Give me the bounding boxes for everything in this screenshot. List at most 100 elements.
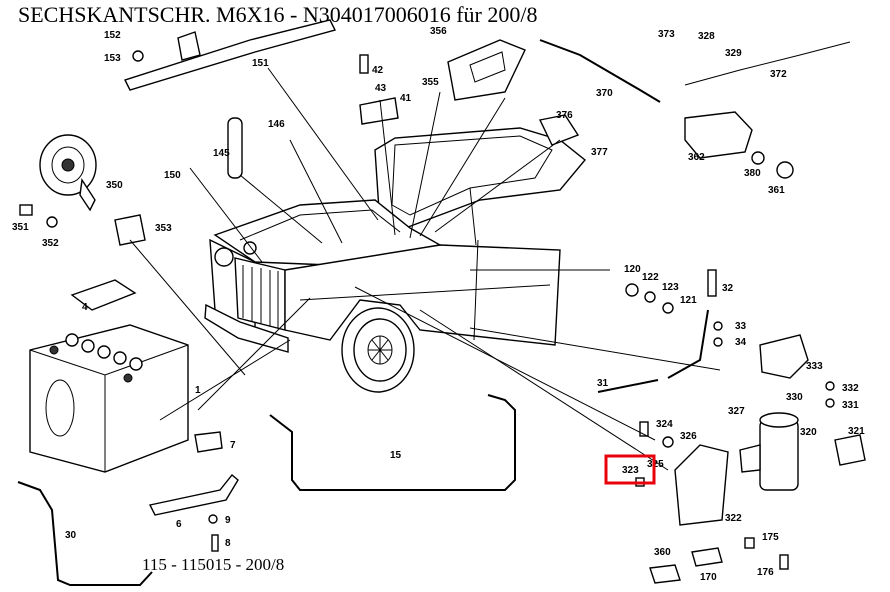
part-label: 377 bbox=[591, 147, 608, 158]
part-label: 380 bbox=[744, 168, 761, 179]
part-label-highlighted: 323 bbox=[622, 465, 639, 476]
part-label: 350 bbox=[106, 180, 123, 191]
cover-plate bbox=[447, 39, 526, 101]
part-label: 123 bbox=[662, 282, 679, 293]
part-label: 330 bbox=[786, 392, 803, 403]
washer bbox=[644, 291, 656, 303]
part-label: 9 bbox=[225, 515, 231, 526]
ignition-coil bbox=[739, 412, 799, 491]
part-label: 153 bbox=[104, 53, 121, 64]
clip-170 bbox=[691, 547, 723, 567]
part-label: 146 bbox=[268, 119, 285, 130]
part-label: 33 bbox=[735, 321, 747, 332]
part-label: 353 bbox=[155, 223, 172, 234]
part-label: 320 bbox=[800, 427, 817, 438]
part-label: 321 bbox=[848, 426, 865, 437]
nut bbox=[132, 50, 144, 62]
cable-31 bbox=[597, 379, 659, 393]
part-label: 373 bbox=[658, 29, 675, 40]
washer bbox=[825, 381, 835, 391]
battery bbox=[29, 324, 189, 473]
part-label: 331 bbox=[842, 400, 859, 411]
washer bbox=[662, 436, 674, 448]
bolt bbox=[744, 537, 755, 549]
part-label: 322 bbox=[725, 513, 742, 524]
nut bbox=[46, 216, 58, 228]
part-label: 7 bbox=[230, 440, 236, 451]
switch bbox=[538, 114, 580, 146]
part-label: 351 bbox=[12, 222, 29, 233]
bolt bbox=[639, 421, 649, 437]
part-label: 376 bbox=[556, 110, 573, 121]
part-label: 31 bbox=[597, 378, 609, 389]
part-label: 333 bbox=[806, 361, 823, 372]
part-label: 145 bbox=[213, 148, 230, 159]
cable-30 bbox=[17, 481, 153, 586]
control-module bbox=[684, 111, 753, 159]
washer bbox=[713, 321, 723, 331]
relay-bracket bbox=[114, 214, 146, 246]
highlight-box bbox=[604, 454, 656, 485]
part-label: 370 bbox=[596, 88, 613, 99]
car-illustration bbox=[204, 127, 586, 393]
bolt bbox=[19, 204, 33, 216]
washer bbox=[713, 337, 723, 347]
part-label: 30 bbox=[65, 530, 77, 541]
part-label: 372 bbox=[770, 69, 787, 80]
part-label: 326 bbox=[680, 431, 697, 442]
leader-lines bbox=[129, 67, 721, 471]
part-label: 356 bbox=[430, 26, 447, 37]
mounting-clip bbox=[177, 31, 201, 61]
battery-bracket bbox=[148, 474, 239, 516]
part-label: 15 bbox=[390, 450, 402, 461]
cable-15 bbox=[269, 394, 516, 491]
part-labels: 152 153 151 356 42 43 41 355 373 328 329… bbox=[12, 26, 865, 583]
bolt bbox=[359, 54, 369, 74]
part-label: 170 bbox=[700, 572, 717, 583]
part-label: 324 bbox=[656, 419, 673, 430]
hose bbox=[227, 117, 243, 179]
mounting-strip bbox=[124, 19, 337, 91]
part-label: 329 bbox=[725, 48, 742, 59]
part-label: 352 bbox=[42, 238, 59, 249]
bolt bbox=[211, 534, 219, 552]
washer bbox=[208, 514, 218, 524]
part-label: 121 bbox=[680, 295, 697, 306]
part-label: 42 bbox=[372, 65, 384, 76]
washer bbox=[625, 283, 639, 297]
part-label: 122 bbox=[642, 272, 659, 283]
part-label: 120 bbox=[624, 264, 641, 275]
part-label: 41 bbox=[400, 93, 412, 104]
battery-tray bbox=[70, 279, 137, 311]
grommet bbox=[776, 161, 794, 179]
part-label: 362 bbox=[688, 152, 705, 163]
part-label: 150 bbox=[164, 170, 181, 181]
part-label: 152 bbox=[104, 30, 121, 41]
battery-clamp bbox=[194, 431, 223, 453]
part-label: 328 bbox=[698, 31, 715, 42]
part-label: 43 bbox=[375, 83, 387, 94]
distributor-cap bbox=[759, 334, 809, 379]
part-label: 361 bbox=[768, 185, 785, 196]
bolt bbox=[779, 554, 789, 570]
part-label: 360 bbox=[654, 547, 671, 558]
grommet bbox=[751, 151, 765, 165]
part-label: 175 bbox=[762, 532, 779, 543]
part-label: 327 bbox=[728, 406, 745, 417]
part-label: 1 bbox=[195, 385, 201, 396]
part-label: 332 bbox=[842, 383, 859, 394]
coil-bracket bbox=[674, 444, 729, 526]
washer bbox=[825, 398, 835, 408]
washer bbox=[662, 302, 674, 314]
diagram-footer: 115 - 115015 - 200/8 bbox=[142, 555, 285, 574]
part-label: 4 bbox=[82, 302, 88, 313]
connector-block bbox=[359, 97, 399, 125]
part-label: 8 bbox=[225, 538, 231, 549]
cable-372 bbox=[684, 41, 851, 86]
horn bbox=[39, 134, 97, 212]
cable-32-ground bbox=[667, 309, 709, 379]
diagram-title: SECHSKANTSCHR. M6X16 - N304017006016 für… bbox=[18, 2, 538, 27]
plug-connector bbox=[834, 434, 866, 466]
part-label: 34 bbox=[735, 337, 747, 348]
